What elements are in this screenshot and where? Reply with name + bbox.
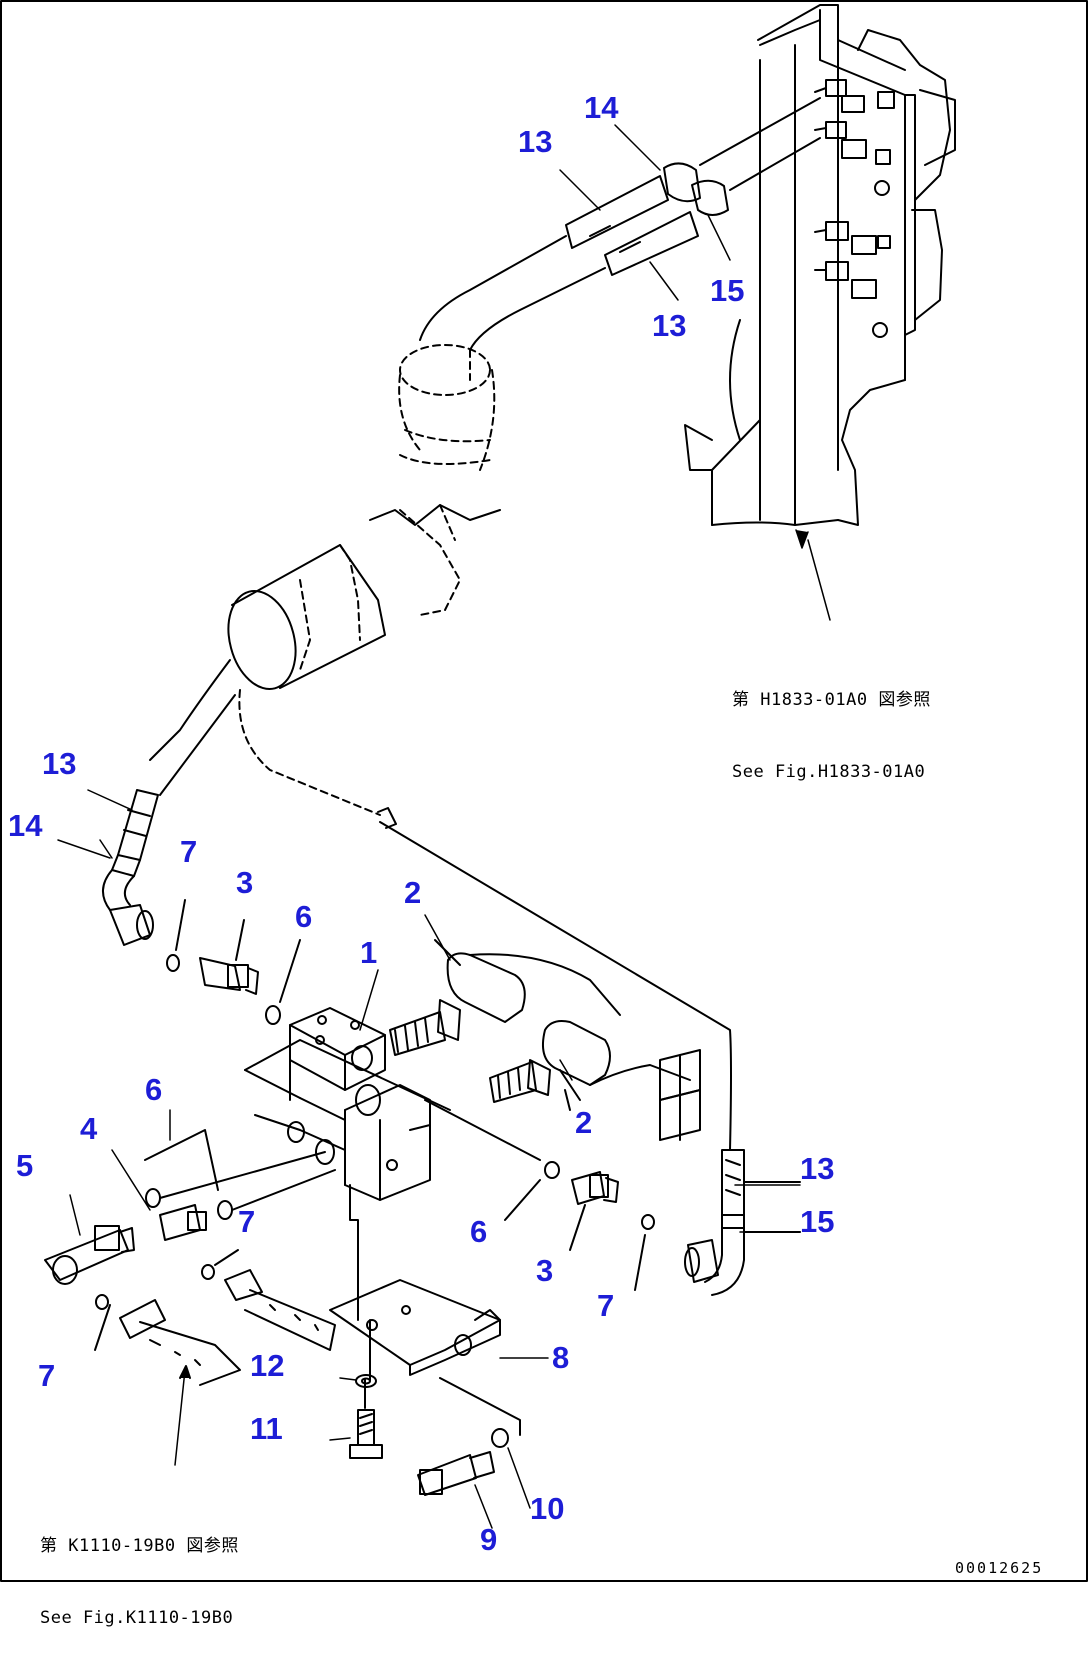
drawing-border — [0, 0, 1088, 1582]
bracket-8 — [329, 1279, 521, 1496]
reference-note-top: 第 H1833-01A0 図参照 See Fig.H1833-01A0 — [732, 640, 931, 808]
callout-3: 3 — [536, 1253, 554, 1288]
callout-15: 15 — [800, 1204, 835, 1239]
callout-6: 6 — [470, 1214, 488, 1249]
drawing-code: 00012625 — [955, 1559, 1044, 1577]
upper-hoses — [369, 97, 821, 616]
callout-7: 7 — [238, 1204, 256, 1239]
callout-9: 9 — [480, 1522, 498, 1557]
left-hose — [99, 694, 236, 946]
callout-4: 4 — [80, 1111, 98, 1146]
reference-note-bottom-en: See Fig.K1110-19B0 — [40, 1608, 234, 1628]
callout-7: 7 — [180, 834, 198, 869]
callout-8: 8 — [552, 1340, 570, 1375]
callout-5: 5 — [16, 1148, 34, 1183]
callout-13: 13 — [518, 124, 553, 159]
callout-6: 6 — [145, 1072, 163, 1107]
callout-1: 1 — [360, 935, 378, 970]
small-parts-top — [166, 899, 301, 1025]
reference-note-bottom-jp: 第 K1110-19B0 図参照 — [40, 1536, 239, 1556]
leader-lines — [57, 124, 831, 1529]
bracket-panel — [684, 4, 956, 526]
callout-7: 7 — [597, 1288, 615, 1323]
callout-12: 12 — [250, 1348, 285, 1383]
callout-6: 6 — [295, 899, 313, 934]
callout-13: 13 — [652, 308, 687, 343]
reference-note-top-en: See Fig.H1833-01A0 — [732, 762, 926, 782]
line-drawing — [0, 0, 1088, 1582]
callout-10: 10 — [530, 1491, 565, 1526]
callout-7: 7 — [38, 1358, 56, 1393]
callout-14: 14 — [584, 90, 619, 125]
callout-11: 11 — [250, 1411, 283, 1446]
callout-13: 13 — [42, 746, 77, 781]
callout-15: 15 — [710, 273, 745, 308]
valve-block — [244, 1007, 541, 1381]
callout-2: 2 — [404, 875, 422, 910]
callout-3: 3 — [236, 865, 254, 900]
callout-13: 13 — [800, 1151, 835, 1186]
right-fittings — [504, 1149, 801, 1296]
callout-2: 2 — [575, 1105, 593, 1140]
duct-cylinder — [149, 544, 732, 1151]
callout-14: 14 — [8, 808, 43, 843]
left-fittings — [44, 1129, 336, 1466]
reference-note-top-jp: 第 H1833-01A0 図参照 — [732, 690, 931, 710]
solenoid-valves — [389, 939, 701, 1141]
reference-note-bottom: 第 K1110-19B0 図参照 See Fig.K1110-19B0 — [40, 1486, 239, 1654]
